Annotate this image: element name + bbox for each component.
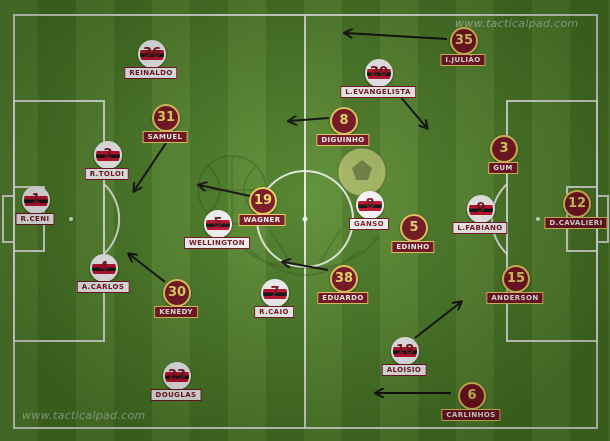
player-shirt-badge: 20 — [365, 59, 393, 87]
player-shirt-badge: 36 — [138, 40, 166, 68]
player-name: SAMUEL — [142, 131, 188, 143]
player-name: ANDERSON — [486, 292, 544, 304]
player-name: WELLINGTON — [183, 237, 251, 249]
player-number-badge: 19 — [249, 187, 277, 215]
player-number-badge: 5 — [400, 214, 428, 242]
player-name: R.CENI — [15, 213, 55, 225]
movement-arrows — [129, 33, 461, 393]
player-name: REINALDO — [124, 67, 178, 79]
player-number: 19 — [253, 193, 273, 208]
player-number: 5 — [409, 220, 419, 235]
player-number: 20 — [369, 65, 389, 80]
player-number: 38 — [334, 271, 354, 286]
player-name: I.JULIÃO — [440, 54, 486, 66]
player-shirt-badge: 2 — [94, 141, 122, 169]
player-name: DOUGLAS — [150, 389, 202, 401]
player-number-badge: 31 — [152, 104, 180, 132]
player-number: 9 — [476, 201, 486, 216]
player-number: 8 — [365, 197, 375, 212]
player-name: EDINHO — [391, 241, 435, 253]
player-number: 3 — [499, 141, 509, 156]
player-name: KENEDY — [154, 306, 198, 318]
player-name: DIGUINHO — [316, 134, 370, 146]
player-name: CARLINHOS — [441, 409, 501, 421]
player-name: GANSO — [348, 218, 390, 230]
player-name: A.CARLOS — [76, 281, 130, 293]
player-number-badge: 35 — [450, 27, 478, 55]
player-name: EDUARDO — [317, 292, 369, 304]
player-number-badge: 3 — [490, 135, 518, 163]
player-number-badge: 15 — [502, 265, 530, 293]
player-name: L.FABIANO — [452, 222, 508, 234]
player-number-badge: 30 — [163, 279, 191, 307]
player-shirt-badge: 18 — [391, 337, 419, 365]
player-name: R.TOLOI — [84, 168, 130, 180]
trophy-graphic — [231, 229, 379, 276]
player-shirt-badge: 7 — [261, 279, 289, 307]
watermark-top: www.tacticalpad.com — [455, 17, 579, 30]
player-number: 23 — [167, 368, 187, 383]
soccer-ball-graphic — [337, 147, 387, 197]
player-number: 35 — [454, 33, 474, 48]
player-name: GUM — [488, 162, 518, 174]
player-name: WAGNER — [238, 214, 286, 226]
player-number: 7 — [270, 285, 280, 300]
player-name: ALOISIO — [381, 364, 427, 376]
player-number-badge: 8 — [330, 107, 358, 135]
player-number: 8 — [339, 113, 349, 128]
player-number-badge: 6 — [458, 382, 486, 410]
player-shirt-badge: 23 — [163, 362, 191, 390]
player-shirt-badge: 5 — [204, 210, 232, 238]
player-number: 12 — [567, 196, 587, 211]
player-number: 2 — [103, 147, 113, 162]
player-number: 1 — [31, 192, 41, 207]
player-number: 15 — [506, 271, 526, 286]
player-name: R.CAIO — [254, 306, 294, 318]
player-number: 18 — [395, 343, 415, 358]
player-number: 4 — [99, 260, 109, 275]
player-number: 30 — [167, 285, 187, 300]
watermark-bottom: www.tacticalpad.com — [22, 409, 146, 422]
player-name: L.EVANGELISTA — [340, 86, 416, 98]
player-number: 31 — [156, 110, 176, 125]
player-number-badge: 12 — [563, 190, 591, 218]
player-shirt-badge: 9 — [467, 195, 495, 223]
player-shirt-badge: 8 — [356, 191, 384, 219]
player-number: 5 — [213, 216, 223, 231]
player-number: 6 — [467, 388, 477, 403]
player-name: D.CAVALIERI — [544, 217, 608, 229]
player-number: 36 — [142, 46, 162, 61]
player-shirt-badge: 4 — [90, 254, 118, 282]
player-number-badge: 38 — [330, 265, 358, 293]
player-shirt-badge: 1 — [22, 186, 50, 214]
